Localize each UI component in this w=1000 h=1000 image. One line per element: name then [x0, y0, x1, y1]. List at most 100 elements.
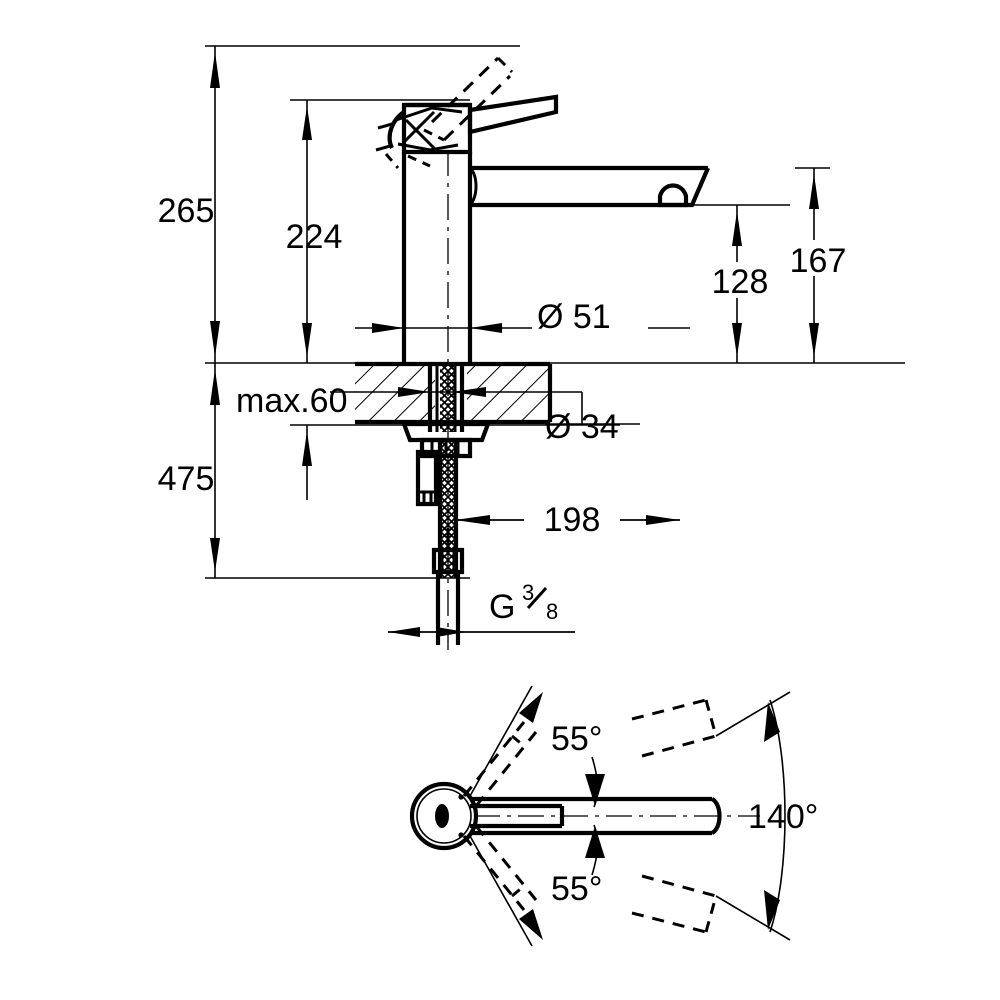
- lever-open-edge-lower: [442, 74, 512, 142]
- lever-open-end-cap: [496, 56, 514, 74]
- lever-plan-marker: [435, 804, 449, 828]
- dim-198-arrow-right: [646, 515, 680, 525]
- dim-thread-denominator: 8: [546, 599, 558, 624]
- lever-arm-closed: [467, 94, 559, 135]
- aerator-outlet: [657, 183, 689, 208]
- shank-thread-hatch: [440, 364, 454, 432]
- angle-55-upper: 55°: [469, 685, 605, 808]
- angle-55-lower-label: 55°: [551, 870, 602, 908]
- deck-hatch-right: [467, 364, 550, 422]
- dim-thread-arrow-right: [436, 627, 466, 637]
- lever-rot-up-edge-a: [462, 721, 526, 797]
- dim-128-arrow-top: [732, 211, 742, 246]
- angle-140: 140°: [715, 691, 818, 941]
- hose-side-connector: [415, 449, 439, 507]
- dim-475-label: 475: [158, 460, 215, 498]
- pivot-diag-a: [404, 118, 438, 152]
- dim-thread-arrow-left: [388, 627, 420, 637]
- dim-198-label: 198: [544, 501, 601, 539]
- deck-hatch-left: [355, 364, 435, 422]
- dim-224-arrow-top: [302, 106, 312, 140]
- dim-max60-tick-arrow: [302, 431, 312, 466]
- lever-open-edge-upper: [430, 56, 500, 124]
- pivot-top-line: [395, 106, 463, 122]
- ray-55-upper: [469, 685, 533, 797]
- faucet-elevation-geometry: [355, 56, 710, 650]
- angle-55-upper-label: 55°: [551, 720, 602, 758]
- dim-max60-label: max.60: [236, 382, 348, 420]
- dim-34-label: Ø 34: [545, 408, 619, 446]
- lever-rot-dn-edge-a: [462, 835, 526, 911]
- dim-198-arrow-left: [455, 515, 490, 525]
- lever-rot-up-cap: [511, 734, 525, 748]
- dim-224-arrow-bottom: [302, 323, 312, 357]
- lever-pivot-detail: [375, 106, 463, 152]
- dimension-thread-g38: G 3 8: [388, 580, 575, 637]
- arrow-55-lower-inner: [585, 826, 605, 858]
- dim-198-label-bg: [524, 496, 620, 530]
- dim-167-arrow-bottom: [809, 323, 819, 357]
- spout-rot-up-cap: [704, 699, 718, 737]
- lever-rot-dn-edge-b: [474, 825, 538, 901]
- lever-open-hint-a: [407, 154, 431, 168]
- dimension-198: 198: [455, 496, 680, 539]
- spout-rot-up-a: [631, 698, 707, 721]
- arrow-55-upper: [519, 692, 543, 723]
- body-inner-circle: [416, 788, 472, 844]
- plan-spout: [470, 796, 722, 836]
- dim-265-arrow-bottom: [210, 321, 220, 357]
- mounting-washer: [400, 421, 492, 443]
- dim-thread-numerator: 3: [522, 580, 534, 605]
- pivot-stub-left2: [375, 144, 391, 152]
- ray-140-lower: [715, 895, 791, 941]
- pivot-bottom-line: [397, 142, 459, 152]
- spout-rot-up-b: [641, 734, 717, 758]
- spout-rot-dn-b: [641, 874, 717, 898]
- dim-128-label-bg: [700, 262, 780, 298]
- arrow-140-top: [764, 702, 780, 742]
- lever-rot-up-edge-b: [474, 731, 538, 807]
- lever-rot-dn-cap: [511, 884, 525, 898]
- dim-51-label-bg: [532, 300, 648, 330]
- body-dot-upper: [458, 794, 464, 800]
- dimension-475: 475: [158, 363, 220, 578]
- dim-265-arrow-top: [210, 52, 220, 88]
- dim-51-arrow-right: [470, 323, 502, 333]
- arrow-140-bottom: [764, 890, 780, 930]
- dim-167-label-bg: [778, 240, 860, 276]
- body-dot-lower: [458, 832, 464, 838]
- ray-140-upper: [715, 691, 791, 737]
- spout-root-curve: [468, 166, 478, 206]
- dimension-diameter-51: Ø 51: [355, 298, 690, 336]
- spout-rot-dn-cap: [704, 895, 718, 933]
- dim-167-label: 167: [790, 242, 847, 280]
- pivot-diag-b: [402, 110, 436, 144]
- shank-assembly: [427, 364, 465, 432]
- angle-140-label: 140°: [748, 798, 818, 836]
- faucet-body: [401, 152, 473, 364]
- dimension-224: 224: [286, 100, 342, 363]
- dim-51-label: Ø 51: [537, 298, 611, 336]
- spout: [468, 165, 710, 208]
- dimension-max60-vertical-tick: [302, 425, 312, 500]
- counter-deck-section: [355, 361, 553, 425]
- dim-167-arrow-top: [809, 174, 819, 209]
- dim-475-arrow-bottom: [210, 538, 220, 572]
- plan-spout-rotated-positions: [631, 698, 718, 934]
- ray-55-lower: [469, 835, 533, 947]
- threaded-tail: [435, 572, 461, 645]
- dimension-128: 128: [700, 205, 780, 363]
- dim-128-label: 128: [712, 263, 769, 301]
- lever-open-hint-b: [384, 153, 400, 169]
- lever-arm-shape: [467, 94, 559, 135]
- plan-view: 55° 55° 140°: [409, 685, 818, 947]
- lever-open-base: [423, 128, 445, 142]
- dim-thread-fraction-bar: [526, 586, 548, 610]
- arrow-55-upper-inner: [585, 774, 605, 806]
- dim-265-label: 265: [158, 192, 215, 230]
- spout-rot-dn-a: [631, 911, 707, 934]
- dim-475-arrow-top: [210, 369, 220, 405]
